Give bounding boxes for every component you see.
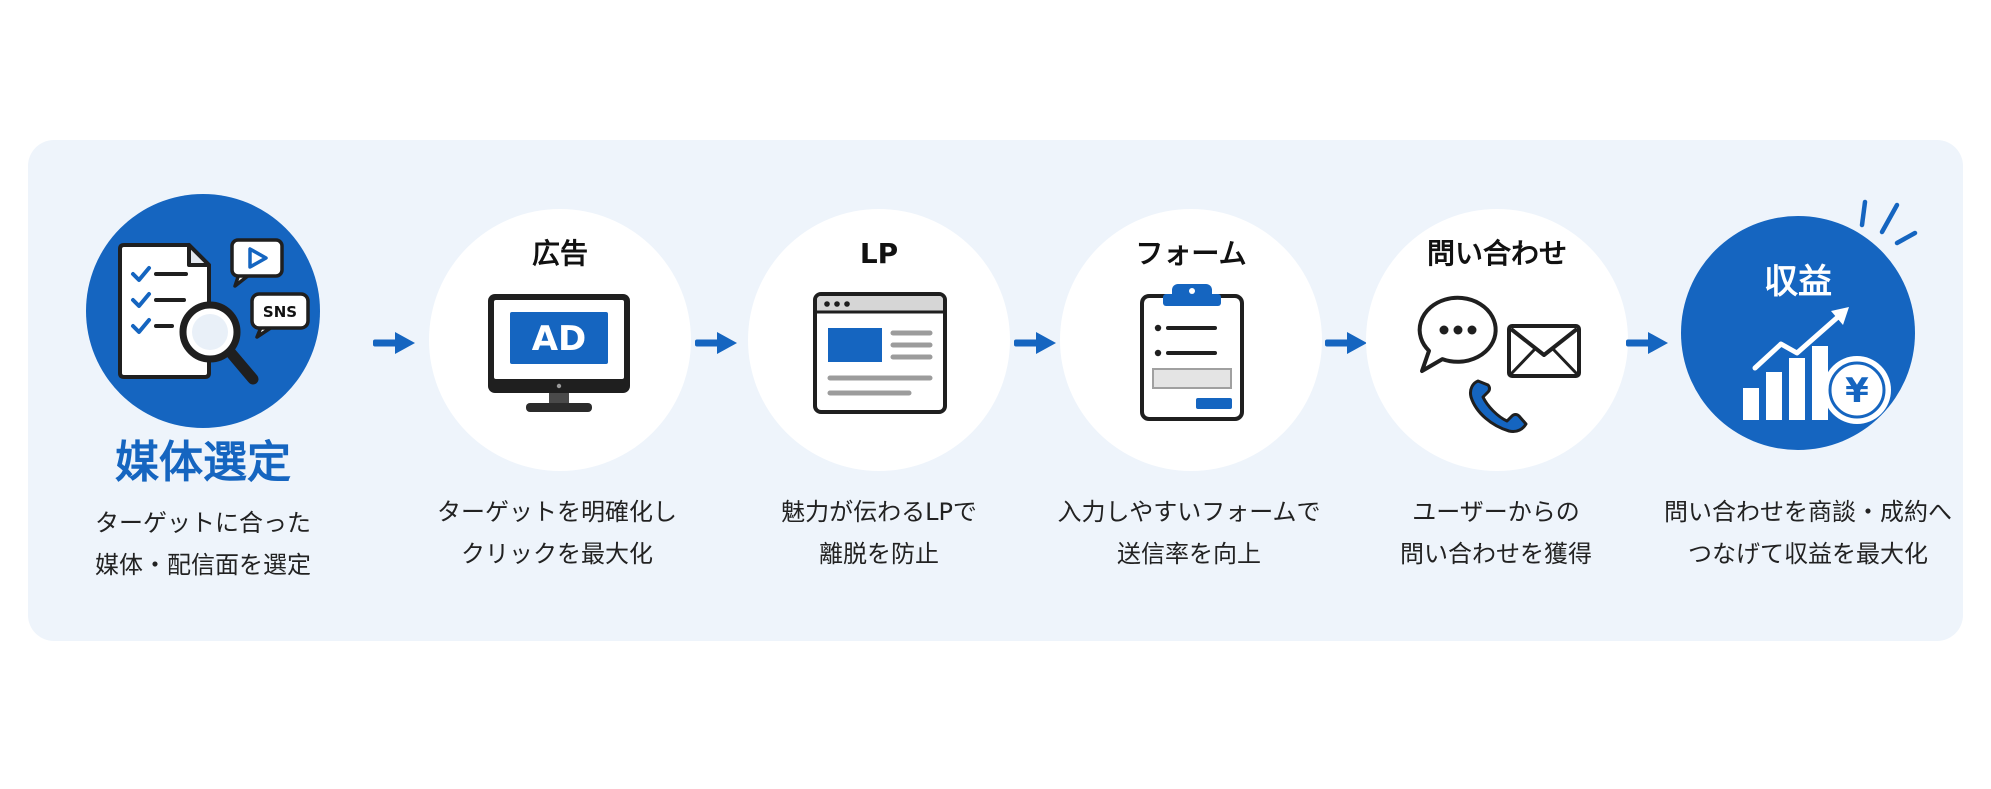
clipboard-form-icon xyxy=(1140,284,1244,421)
sparkle-icon xyxy=(1859,199,1918,246)
ad-banner xyxy=(510,312,608,364)
growth-bars xyxy=(1743,346,1828,420)
step-4-title: フォーム xyxy=(1135,237,1247,270)
step-description-line: 離脱を防止 xyxy=(819,540,939,568)
arrow-right-icon xyxy=(1014,332,1056,354)
sns-label: SNS xyxy=(263,303,297,321)
step-1-description: ターゲットに合った 媒体・配信面を選定 xyxy=(33,502,373,586)
chat-bubble-icon xyxy=(1417,295,1498,373)
step-description-line: ターゲットに合った xyxy=(95,509,311,537)
sns-bubble-icon: SNS xyxy=(250,292,310,339)
step-5-description: ユーザーからの 問い合わせを獲得 xyxy=(1326,491,1666,575)
magnifier-icon xyxy=(179,301,259,385)
monitor-ad-icon: AD xyxy=(488,294,630,412)
step-description-line: 問い合わせを商談・成約へ xyxy=(1664,498,1952,526)
step-3-description: 魅力が伝わるLPで 離脱を防止 xyxy=(709,491,1049,575)
growth-chart-icon: ¥ xyxy=(1743,307,1891,424)
step-6-description: 問い合わせを商談・成約へ つなげて収益を最大化 xyxy=(1638,491,1978,575)
video-play-bubble-icon xyxy=(230,238,284,288)
step-description-line: 問い合わせを獲得 xyxy=(1400,540,1592,568)
step-2-description: ターゲットを明確化し クリックを最大化 xyxy=(387,491,727,575)
step-description-line: 送信率を向上 xyxy=(1117,540,1261,568)
step-description-line: クリックを最大化 xyxy=(461,540,653,568)
phone-icon xyxy=(1469,379,1528,433)
arrow-right-icon xyxy=(373,332,415,354)
step-description-line: 入力しやすいフォームで xyxy=(1057,498,1321,526)
trend-arrow xyxy=(1752,307,1849,371)
step-1-title: 媒体選定 xyxy=(115,437,291,488)
ad-label: AD xyxy=(532,319,587,359)
step-description-line: ユーザーからの xyxy=(1412,498,1580,526)
step-description-line: つなげて収益を最大化 xyxy=(1688,540,1928,568)
arrow-right-icon xyxy=(1626,332,1668,354)
step-2-title: 広告 xyxy=(531,237,588,270)
yen-label: ¥ xyxy=(1845,371,1869,411)
document-checklist-icon xyxy=(118,243,211,379)
step-5-title: 問い合わせ xyxy=(1426,237,1567,270)
browser-window-icon xyxy=(813,292,947,414)
step-description-line: ターゲットを明確化し xyxy=(437,498,677,526)
step-4-description: 入力しやすいフォームで 送信率を向上 xyxy=(1019,491,1359,575)
step-description-line: 魅力が伝わるLPで xyxy=(781,498,977,526)
mail-icon xyxy=(1507,324,1581,378)
media-selection-icon: SNS xyxy=(118,238,310,385)
yen-coin-icon: ¥ xyxy=(1823,356,1891,424)
arrow-right-icon xyxy=(1325,332,1367,354)
step-description-line: 媒体・配信面を選定 xyxy=(95,551,311,579)
step-3-title: LP xyxy=(859,237,899,270)
step-6-title: 収益 xyxy=(1764,262,1832,302)
arrow-right-icon xyxy=(695,332,737,354)
